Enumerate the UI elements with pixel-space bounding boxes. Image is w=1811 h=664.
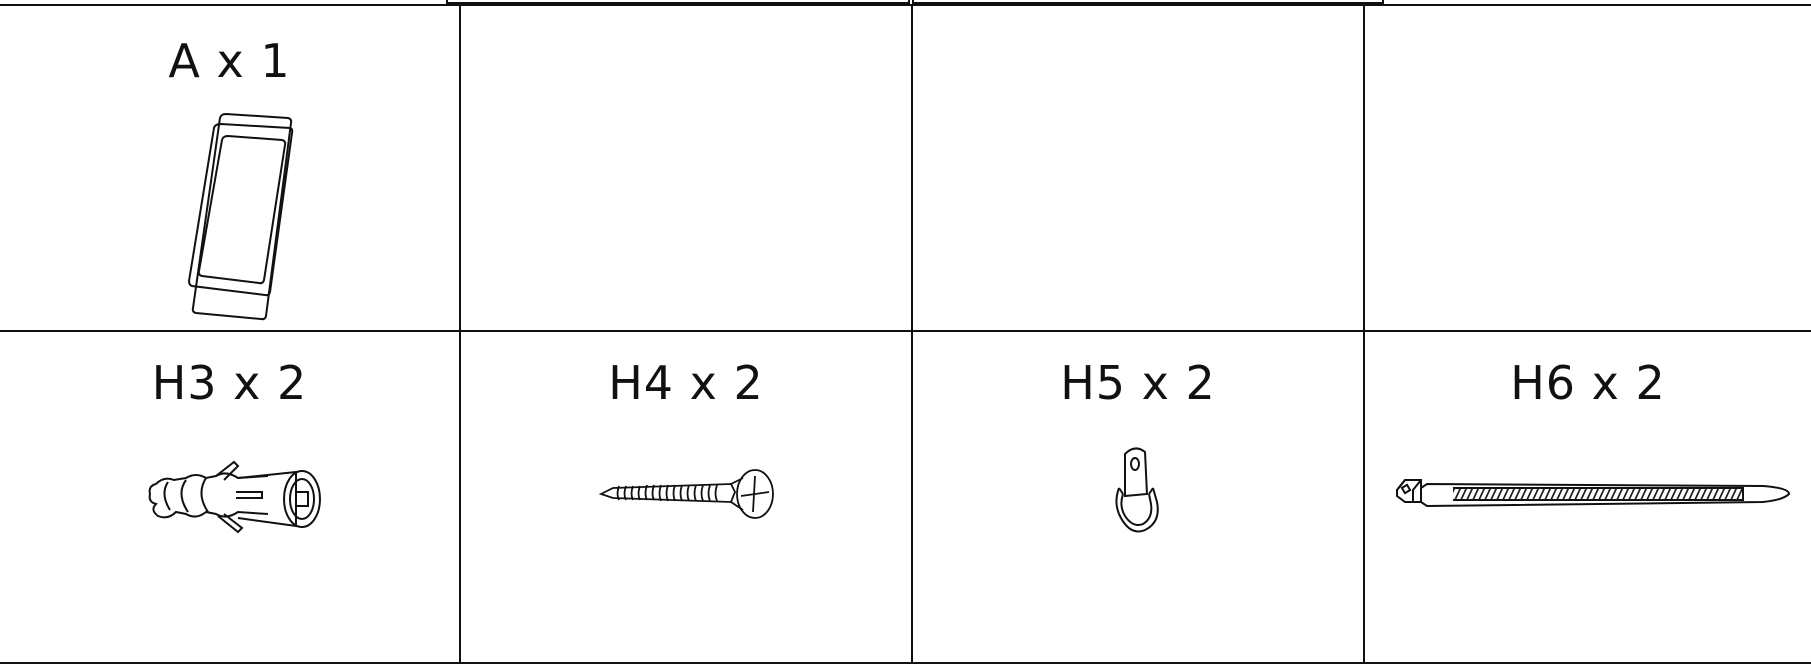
cable-tie-icon — [1396, 479, 1791, 508]
empty-cell-2 — [461, 4, 913, 332]
empty-cell-3 — [913, 4, 1365, 332]
part-label-a: A x 1 — [168, 34, 291, 88]
part-cell-a: A x 1 — [0, 4, 461, 332]
part-label-h3: H3 x 2 — [151, 356, 308, 410]
part-cell-h5: H5 x 2 — [913, 332, 1365, 664]
part-label-h4: H4 x 2 — [608, 356, 764, 410]
cropped-frame-right — [912, 0, 1384, 4]
bracket-plate-icon — [187, 112, 294, 321]
cropped-frame-left — [446, 0, 910, 4]
part-label-h6: H6 x 2 — [1510, 356, 1666, 410]
part-cell-h4: H4 x 2 — [461, 332, 913, 664]
parts-table: A x 1 H3 x 2 — [0, 4, 1811, 664]
part-cell-h3: H3 x 2 — [0, 332, 461, 664]
screw-icon — [599, 469, 774, 519]
wall-anchor-icon — [148, 460, 321, 534]
cropped-previous-row — [0, 0, 1811, 6]
d-ring-hanger-icon — [1115, 447, 1159, 533]
empty-cell-4 — [1365, 4, 1811, 332]
part-cell-h6: H6 x 2 — [1365, 332, 1811, 664]
part-label-h5: H5 x 2 — [1060, 356, 1216, 410]
